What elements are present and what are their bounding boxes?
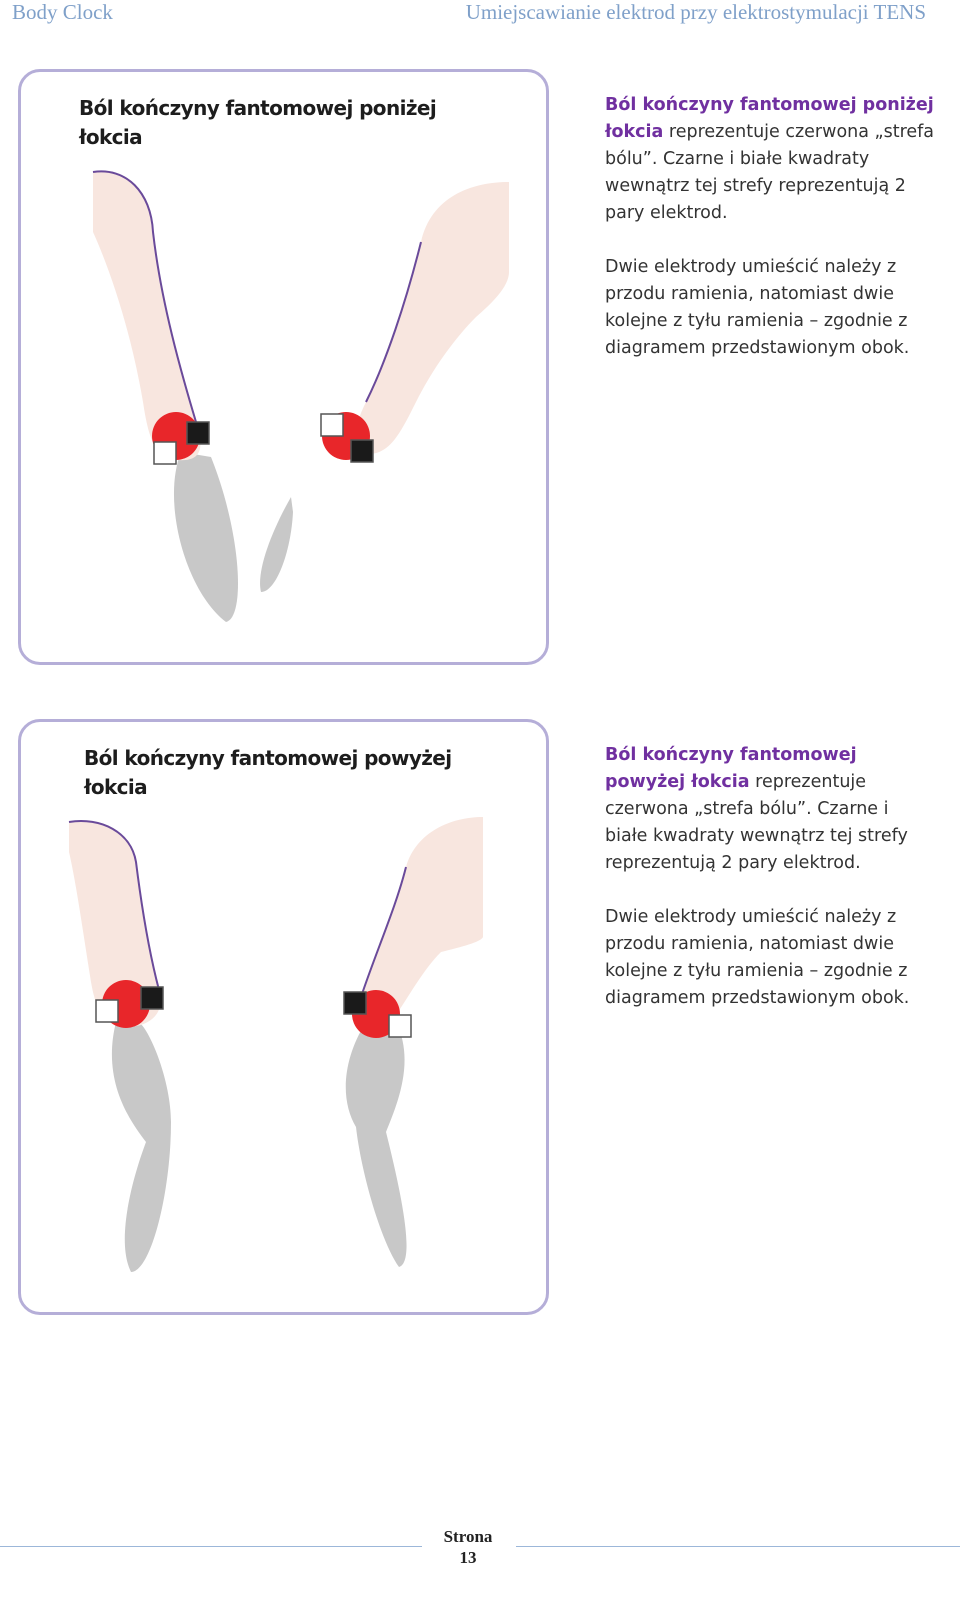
arm-diagram-below-elbow [92,170,509,622]
electrode-white [95,999,119,1023]
phantom-forearm-right [260,497,293,592]
upper-arm-left [69,821,161,1027]
figure-title: Ból kończyny fantomowej powyżej łokcia [84,746,452,799]
upper-arm-right [360,817,483,1024]
header-right-title: Umiejscawianie elektrod przy elektrostym… [465,0,926,24]
footer-rule-right [516,1546,960,1547]
header-left-title: Body Clock [12,0,113,24]
upper-arm-right [355,182,509,454]
figure-below-elbow: Ból kończyny fantomowej poniżej łokcia [18,69,549,665]
footer-rule-left [0,1546,422,1547]
electrode-black [350,439,374,463]
phantom-arm-left [111,1022,171,1272]
electrode-white [388,1014,412,1038]
figure-title: Ból kończyny fantomowej poniżej łokcia [79,96,437,149]
para-text: reprezentuje czerwona „strefa bólu”. Cza… [605,772,908,873]
accent-text: Ból kończyny fantomowej powyżej łokcia [605,745,857,792]
electrode-black [186,421,210,445]
electrode-white [153,441,177,465]
page-label: Strona [443,1527,493,1546]
para-text: reprezentuje czerwona „strefa bólu”. Cza… [605,122,935,223]
electrode-black [343,991,367,1015]
phantom-forearm-left [173,452,238,622]
arm-diagram-above-elbow [68,817,483,1272]
placement-text: Dwie elektrody umieścić należy z przodu … [605,257,910,358]
upper-arm-left [93,171,201,461]
phantom-arm-right [345,1022,407,1267]
electrode-black [140,986,164,1010]
figure-above-elbow: Ból kończyny fantomowej powyżej łokcia [18,719,549,1315]
description-above-elbow: Ból kończyny fantomowej powyżej łokcia r… [605,742,935,1039]
electrode-white [320,413,344,437]
page-number: Strona 13 [428,1526,508,1568]
accent-text: Ból kończyny fantomowej poniżej łokcia [605,95,934,142]
page-number-value: 13 [459,1548,477,1567]
description-below-elbow: Ból kończyny fantomowej poniżej łokcia r… [605,92,935,389]
placement-text: Dwie elektrody umieścić należy z przodu … [605,907,910,1008]
